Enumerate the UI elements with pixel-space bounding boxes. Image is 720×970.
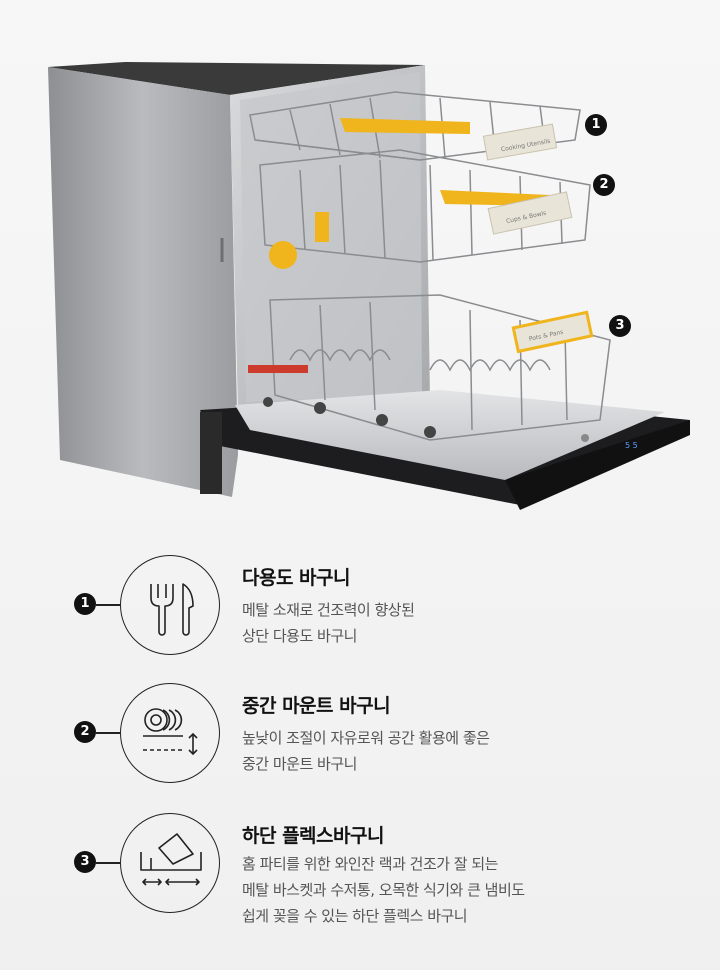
plates-height-icon [120, 683, 220, 783]
rack-badge-1: 1 [585, 114, 607, 136]
flex-rack-icon [120, 813, 220, 913]
feature-title: 하단 플렉스바구니 [242, 825, 384, 847]
feature-middle-basket: 2 중간 마운트 바구니 높낮이 조절이 자유로워 공간 활용에 좋은 [0, 683, 720, 813]
connector-line [96, 732, 120, 734]
feature-number-1: 1 [74, 593, 96, 615]
dishwasher-image: 5 5 Cooking Utensils [48, 62, 690, 510]
feature-number-3: 3 [74, 851, 96, 873]
rack-badge-3: 3 [609, 315, 631, 337]
feature-lower-flex-basket: 3 하단 플렉스바구니 홈 파티를 위한 와인잔 랙과 건조가 잘 되는 메탈 … [0, 813, 720, 943]
door-display: 5 5 [625, 441, 638, 450]
connector-line [96, 604, 120, 606]
feature-desc-line: 메탈 소재로 건조력이 향상된 [242, 601, 415, 619]
feature-desc-line: 홈 파티를 위한 와인잔 랙과 건조가 잘 되는 [242, 855, 498, 873]
dishwasher-illustration: 5 5 Cooking Utensils [48, 62, 690, 510]
feature-title: 중간 마운트 바구니 [242, 695, 391, 717]
feature-desc-line: 메탈 바스켓과 수저통, 오목한 식기와 큰 냄비도 [242, 881, 525, 899]
feature-upper-basket: 1 다용도 바구니 메탈 소재로 건조력이 향상된 상단 다용도 바구니 [0, 555, 720, 685]
rack-badge-2: 2 [593, 174, 615, 196]
feature-desc-line: 상단 다용도 바구니 [242, 627, 357, 645]
feature-desc-line: 높낮이 조절이 자유로워 공간 활용에 좋은 [242, 729, 490, 747]
connector-line [96, 862, 120, 864]
fork-knife-icon [120, 555, 220, 655]
feature-desc-line: 중간 마운트 바구니 [242, 755, 357, 773]
feature-title: 다용도 바구니 [242, 567, 351, 589]
feature-desc-line: 쉽게 꽂을 수 있는 하단 플렉스 바구니 [242, 907, 468, 925]
feature-number-2: 2 [74, 721, 96, 743]
